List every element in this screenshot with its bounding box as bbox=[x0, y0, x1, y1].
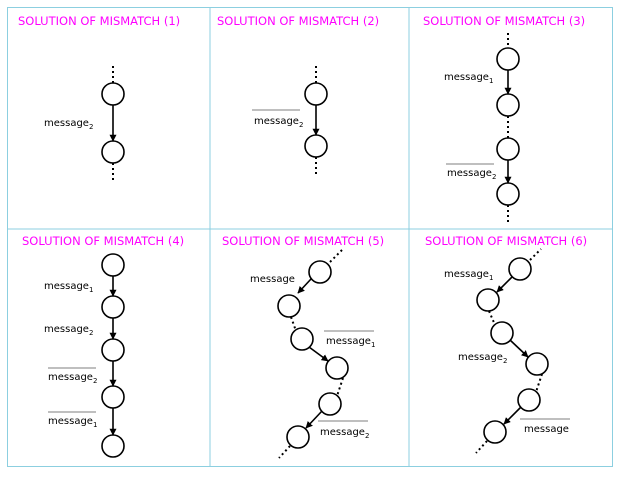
message-label: message2 bbox=[458, 352, 507, 365]
dotted-continuation bbox=[329, 249, 343, 263]
event-node bbox=[101, 253, 125, 277]
message-label: message1 bbox=[444, 269, 493, 282]
panel-2-title: SOLUTION OF MISMATCH (2) bbox=[217, 14, 379, 28]
event-node bbox=[496, 182, 520, 206]
dotted-continuation bbox=[475, 440, 488, 454]
event-node bbox=[290, 327, 314, 351]
event-node bbox=[101, 338, 125, 362]
panel-4-title: SOLUTION OF MISMATCH (4) bbox=[22, 234, 184, 248]
dotted-continuation bbox=[529, 248, 542, 261]
event-node bbox=[476, 288, 500, 312]
event-node bbox=[304, 82, 328, 106]
event-node bbox=[304, 134, 328, 158]
message-label: message bbox=[250, 274, 295, 285]
event-node bbox=[101, 82, 125, 106]
event-node bbox=[525, 352, 549, 376]
message-arrow bbox=[503, 406, 522, 425]
event-node bbox=[101, 295, 125, 319]
event-node bbox=[496, 137, 520, 161]
event-node bbox=[101, 385, 125, 409]
panel-4: SOLUTION OF MISMATCH (4) message1 messag… bbox=[22, 234, 184, 458]
panel-1: SOLUTION OF MISMATCH (1) message2 bbox=[18, 14, 180, 181]
event-node bbox=[308, 260, 332, 284]
message-arrow bbox=[297, 278, 312, 294]
message-label: message1 bbox=[48, 416, 97, 429]
message-label: message bbox=[524, 424, 569, 435]
dotted-continuation bbox=[535, 373, 543, 393]
panel-5-title: SOLUTION OF MISMATCH (5) bbox=[222, 234, 384, 248]
event-node bbox=[101, 434, 125, 458]
message-arrow bbox=[308, 346, 329, 362]
dotted-continuation bbox=[278, 445, 291, 459]
message-label: message2 bbox=[254, 116, 303, 129]
event-node bbox=[490, 321, 514, 345]
event-node bbox=[496, 93, 520, 117]
event-node bbox=[277, 294, 301, 318]
event-node bbox=[517, 388, 541, 412]
event-node bbox=[483, 420, 507, 444]
event-node bbox=[318, 392, 342, 416]
message-label: message1 bbox=[326, 336, 375, 349]
event-node bbox=[101, 140, 125, 164]
panel-6: SOLUTION OF MISMATCH (6) message1 messag… bbox=[425, 234, 587, 454]
message-label: message2 bbox=[447, 168, 496, 181]
message-label: message2 bbox=[44, 118, 93, 131]
dotted-continuation bbox=[336, 377, 344, 397]
dotted-continuation bbox=[290, 316, 297, 332]
message-label: message2 bbox=[320, 427, 369, 440]
event-node bbox=[286, 425, 310, 449]
event-node bbox=[508, 257, 532, 281]
message-label: message1 bbox=[44, 281, 93, 294]
event-node bbox=[325, 356, 349, 380]
dotted-continuation bbox=[488, 310, 496, 326]
panel-5: SOLUTION OF MISMATCH (5) message message… bbox=[222, 234, 384, 459]
message-label: message2 bbox=[44, 324, 93, 337]
panel-1-title: SOLUTION OF MISMATCH (1) bbox=[18, 14, 180, 28]
grid-borders bbox=[7, 7, 613, 467]
panel-2: SOLUTION OF MISMATCH (2) message2 bbox=[217, 14, 379, 176]
panel-3: SOLUTION OF MISMATCH (3) message1 messag… bbox=[423, 14, 585, 222]
message-arrow bbox=[496, 276, 513, 293]
panel-6-title: SOLUTION OF MISMATCH (6) bbox=[425, 234, 587, 248]
event-node bbox=[496, 47, 520, 71]
message-label: message2 bbox=[48, 372, 97, 385]
message-label: message1 bbox=[444, 72, 493, 85]
panel-3-title: SOLUTION OF MISMATCH (3) bbox=[423, 14, 585, 28]
message-arrow bbox=[305, 410, 323, 429]
message-arrow bbox=[509, 339, 529, 358]
